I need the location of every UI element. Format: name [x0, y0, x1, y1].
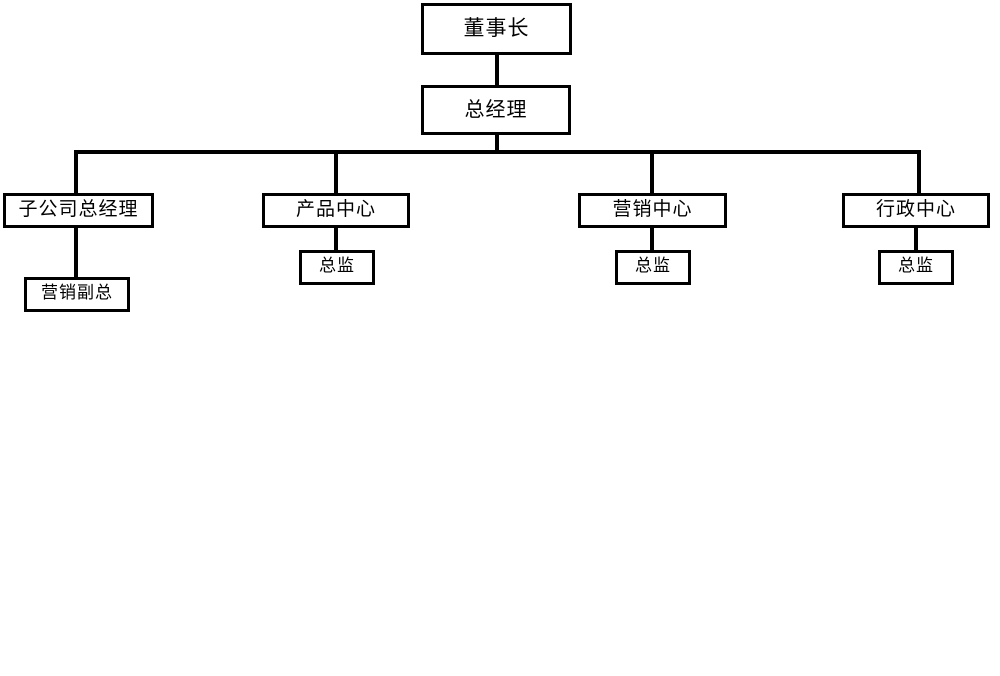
connector-marketing-center-to-director — [650, 226, 654, 253]
connector-product-center-to-director — [334, 226, 338, 253]
node-product-director[interactable]: 总监 — [299, 250, 375, 285]
node-product-director-label: 总监 — [319, 256, 355, 276]
connector-bus-to-subsidiary-gm — [74, 150, 78, 194]
node-subsidiary-gm-label: 子公司总经理 — [18, 198, 139, 220]
node-admin-center[interactable]: 行政中心 — [842, 193, 990, 228]
node-marketing-vp[interactable]: 营销副总 — [24, 277, 130, 312]
node-admin-center-label: 行政中心 — [875, 198, 956, 220]
node-admin-director-label: 总监 — [898, 256, 934, 276]
connector-bus-horizontal — [74, 150, 921, 154]
node-marketing-director-label: 总监 — [635, 256, 671, 276]
connector-bus-to-admin-center — [917, 150, 921, 194]
node-product-center-label: 产品中心 — [295, 198, 376, 220]
node-general-manager[interactable]: 总经理 — [421, 85, 571, 135]
connector-bus-to-product-center — [334, 150, 338, 194]
connector-subsidiary-gm-to-marketing-vp — [74, 226, 78, 280]
connector-bus-to-marketing-center — [650, 150, 654, 194]
node-subsidiary-gm[interactable]: 子公司总经理 — [3, 193, 154, 228]
node-marketing-center[interactable]: 营销中心 — [578, 193, 727, 228]
node-marketing-director[interactable]: 总监 — [615, 250, 691, 285]
node-marketing-center-label: 营销中心 — [612, 198, 693, 220]
node-admin-director[interactable]: 总监 — [878, 250, 954, 285]
connector-admin-center-to-director — [914, 226, 918, 253]
connector-gm-to-bus — [495, 133, 499, 154]
node-general-manager-label: 总经理 — [464, 97, 528, 121]
connector-chairman-to-gm — [495, 52, 499, 87]
node-product-center[interactable]: 产品中心 — [262, 193, 410, 228]
node-chairman[interactable]: 董事长 — [421, 3, 572, 55]
node-chairman-label: 董事长 — [463, 15, 530, 40]
node-marketing-vp-label: 营销副总 — [41, 283, 113, 303]
